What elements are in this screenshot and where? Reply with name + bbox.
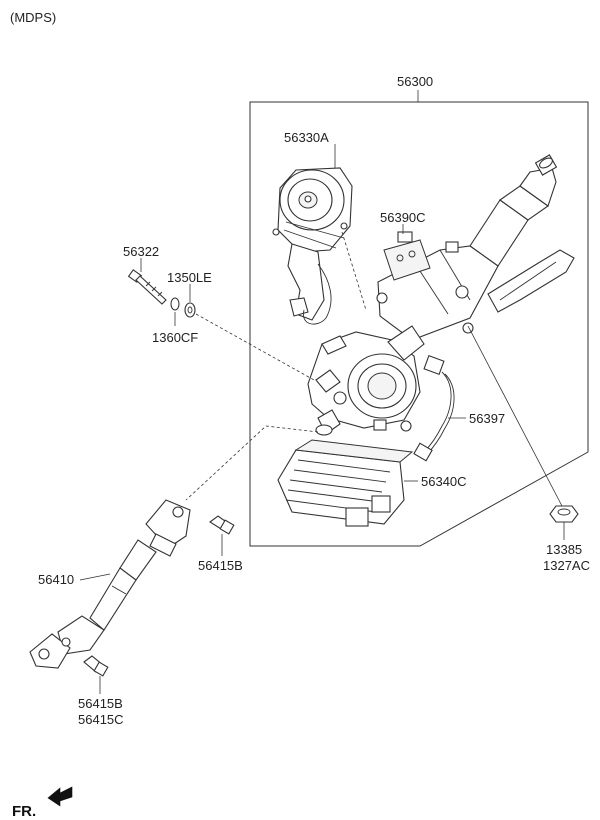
label-56410: 56410 bbox=[38, 572, 74, 587]
label-56390c: 56390C bbox=[380, 210, 426, 225]
nut-13385 bbox=[549, 505, 579, 523]
label-1350le: 1350LE bbox=[167, 270, 212, 285]
label-56415b-lower: 56415B bbox=[78, 696, 123, 711]
label-1360cf: 1360CF bbox=[152, 330, 198, 345]
harness-56397 bbox=[413, 354, 455, 462]
intermediate-shaft-56410 bbox=[29, 499, 191, 669]
label-56330a: 56330A bbox=[284, 130, 329, 145]
label-56415c-lower: 56415C bbox=[78, 712, 124, 727]
label-13385: 13385 bbox=[546, 542, 582, 557]
label-56300: 56300 bbox=[397, 74, 433, 89]
bolt-56415b-upper bbox=[209, 515, 235, 535]
bolt-56415b-lower bbox=[83, 655, 109, 677]
label-1327ac: 1327AC bbox=[543, 558, 590, 573]
washer-1350le bbox=[184, 302, 196, 318]
label-56322: 56322 bbox=[123, 244, 159, 259]
label-56397: 56397 bbox=[469, 411, 505, 426]
bracket-56390c bbox=[383, 239, 431, 281]
gear-housing bbox=[307, 325, 425, 436]
ecu-56340c bbox=[277, 439, 414, 527]
diagram-title: (MDPS) bbox=[10, 10, 56, 25]
front-arrow-icon bbox=[47, 786, 73, 807]
label-56340c: 56340C bbox=[421, 474, 467, 489]
label-56415b-upper: 56415B bbox=[198, 558, 243, 573]
steering-column bbox=[376, 154, 575, 341]
front-direction-label: FR. bbox=[12, 803, 36, 820]
motor-56330a bbox=[272, 167, 353, 325]
bolt-56322 bbox=[127, 269, 167, 305]
washer-1360cf bbox=[170, 297, 180, 311]
assembly-outline bbox=[249, 101, 589, 547]
